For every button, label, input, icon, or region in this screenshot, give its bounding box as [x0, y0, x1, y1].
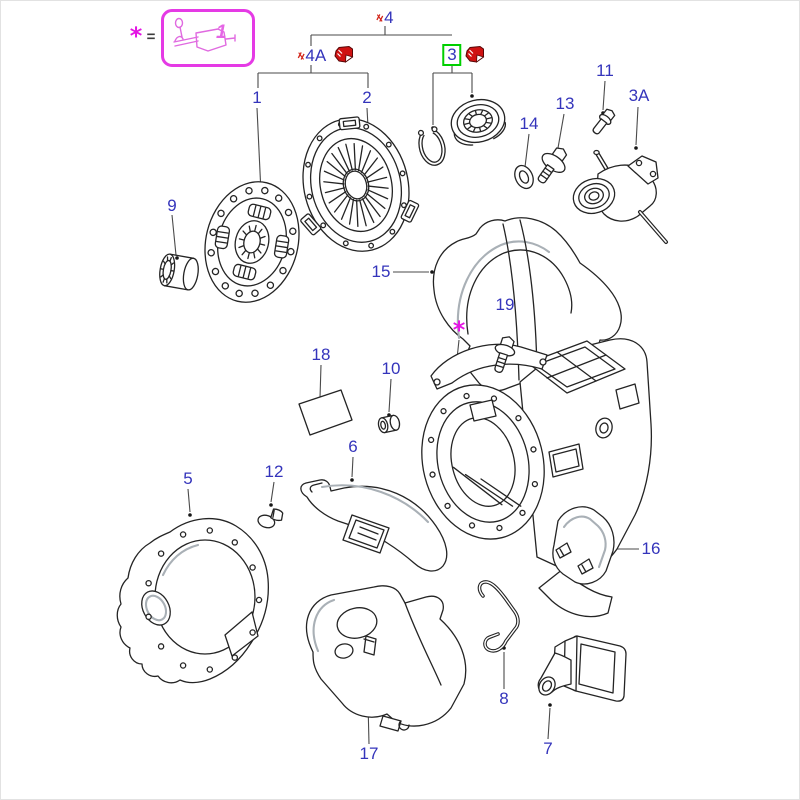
pilot-bearing-drawing [159, 253, 199, 291]
callout-9[interactable]: 9 [167, 196, 177, 215]
bolt-13-drawing [537, 147, 568, 184]
slave-cylinder-drawing [572, 149, 668, 244]
cover-panel-drawing [305, 585, 467, 732]
gearshift-inset-drawing [173, 17, 236, 52]
pressure-plate-drawing [300, 116, 420, 252]
highlight-box: 3 [442, 44, 462, 66]
transmission-case-drawing [421, 338, 653, 618]
release-bearing-drawing [450, 98, 507, 146]
callout-16[interactable]: 16 [641, 539, 661, 558]
callout-1[interactable]: 1 [252, 88, 262, 107]
legend-equals: = [146, 28, 156, 46]
callout-4a[interactable]: ≠4A [293, 46, 327, 65]
callout-4[interactable]: ≠4 [372, 8, 394, 27]
service-part-icon [334, 45, 354, 63]
service-part-icon [465, 45, 485, 63]
legend-inset-box: 1 [161, 9, 255, 67]
callout-10[interactable]: 10 [381, 359, 401, 378]
callout-17[interactable]: 17 [359, 744, 379, 763]
callout-19[interactable]: 19 [495, 295, 515, 314]
washer-14-drawing [514, 164, 534, 190]
bracket-16-drawing [552, 506, 615, 585]
callout-18[interactable]: 18 [311, 345, 331, 364]
legend-inset-number: 1 [216, 22, 227, 43]
callout-15[interactable]: 15 [371, 262, 391, 281]
callout-star[interactable]: * [452, 316, 466, 344]
callout-2[interactable]: 2 [362, 88, 372, 107]
retaining-clip-drawing [477, 580, 520, 653]
callout-5[interactable]: 5 [183, 469, 193, 488]
release-fork-drawing [300, 479, 448, 572]
snap-ring-drawing [417, 126, 446, 166]
bolt-11-drawing [592, 108, 616, 135]
callout-6[interactable]: 6 [348, 437, 358, 456]
callout-3[interactable]: 3 [442, 44, 462, 66]
callout-7[interactable]: 7 [543, 739, 553, 758]
callout-13[interactable]: 13 [555, 94, 575, 113]
shim-plate-drawing [298, 389, 353, 436]
clutch-disc-drawing [204, 181, 300, 303]
callout-11[interactable]: 11 [596, 61, 614, 80]
callout-3a[interactable]: 3A [628, 86, 650, 105]
engine-plate-drawing [116, 517, 269, 684]
callout-8[interactable]: 8 [499, 689, 509, 708]
bolt-19-drawing [494, 336, 516, 373]
legend-star-symbol: * [129, 22, 143, 50]
shift-boot-drawing [537, 635, 627, 702]
callout-14[interactable]: 14 [519, 114, 539, 133]
callout-12[interactable]: 12 [264, 462, 284, 481]
bushing-drawing [377, 414, 401, 434]
bolt-12-drawing [257, 508, 284, 529]
